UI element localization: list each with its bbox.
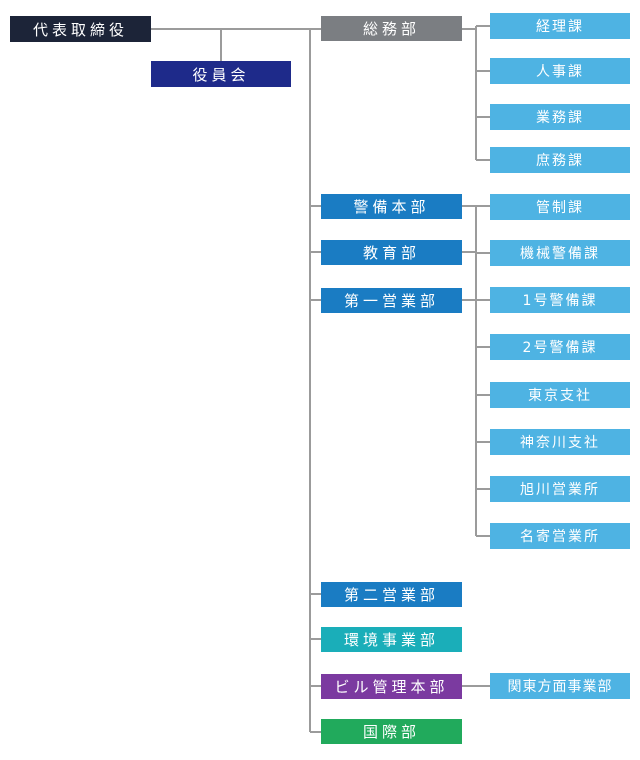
control-section: 管制課	[490, 194, 630, 220]
kanagawa-branch-section: 神奈川支社	[490, 429, 630, 455]
security1-section: 1号警備課	[490, 287, 630, 313]
international-dept: 国際部	[321, 719, 462, 744]
security-hq-dept: 警備本部	[321, 194, 462, 219]
security2-section: 2号警備課	[490, 334, 630, 360]
machine-security-section: 機械警備課	[490, 240, 630, 266]
education-dept: 教育部	[321, 240, 462, 265]
meiki-office-section: 名寄営業所	[490, 523, 630, 549]
accounting-section: 経理課	[490, 13, 630, 39]
board-box: 役員会	[151, 61, 291, 87]
environment-dept: 環境事業部	[321, 627, 462, 652]
building-hq-dept: ビル管理本部	[321, 674, 462, 699]
ceo-box: 代表取締役	[10, 16, 151, 42]
asahikawa-office-section: 旭川営業所	[490, 476, 630, 502]
business-section: 業務課	[490, 104, 630, 130]
sales1-dept: 第一営業部	[321, 288, 462, 313]
general-affairs-dept: 総務部	[321, 16, 462, 41]
sales2-dept: 第二営業部	[321, 582, 462, 607]
kanto-business-section: 関東方面事業部	[490, 673, 630, 699]
hr-section: 人事課	[490, 58, 630, 84]
tokyo-branch-section: 東京支社	[490, 382, 630, 408]
admin-section: 庶務課	[490, 147, 630, 173]
